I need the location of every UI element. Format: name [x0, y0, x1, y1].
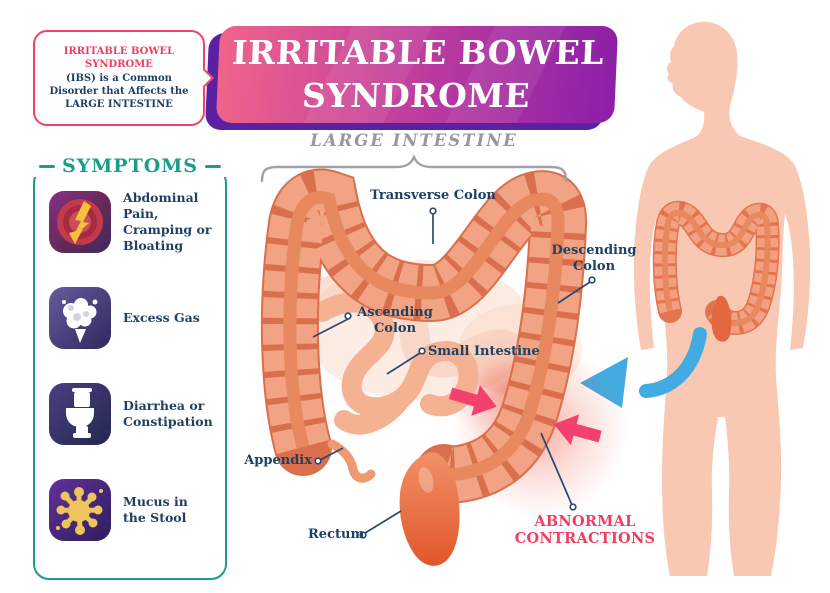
title-banner: IRRITABLE BOWEL SYNDROME — [204, 26, 619, 130]
large-intestine-brace — [260, 153, 568, 183]
symptom-item-pain: Abdominal Pain, Cramping or Bloating — [49, 189, 213, 254]
symptom-item-gas: Excess Gas — [49, 287, 213, 349]
toilet-icon — [49, 383, 111, 445]
page-title: IRRITABLE BOWEL SYNDROME — [231, 33, 605, 115]
dash-line — [38, 164, 55, 168]
symptoms-panel: SYMPTOMS Abdominal Pain, Cramping or Blo… — [31, 155, 229, 580]
rectum-illustration — [399, 452, 460, 566]
label-descending-colon: Descending Colon — [551, 243, 637, 274]
symptom-item-mucus: Mucus in the Stool — [49, 479, 213, 541]
mini-colon-illustration — [665, 213, 768, 342]
callout-title: IRRITABLE BOWEL SYNDROME — [63, 46, 175, 70]
symptom-label: Excess Gas — [123, 309, 200, 325]
large-intestine-illustration — [290, 198, 558, 566]
ibs-definition-callout: IRRITABLE BOWEL SYNDROME (IBS) is a Comm… — [33, 30, 214, 126]
symptom-label: Diarrhea or Constipation — [123, 397, 213, 429]
symptom-item-diarrhea: Diarrhea or Constipation — [49, 383, 213, 445]
dash-line — [205, 164, 222, 168]
large-intestine-header: LARGE INTESTINE — [310, 131, 518, 150]
symptoms-heading: SYMPTOMS — [31, 155, 229, 177]
callout-body: (IBS) is a Common Disorder that Affects … — [49, 73, 189, 110]
label-appendix: Appendix — [244, 453, 312, 468]
label-rectum: Rectum — [308, 527, 365, 542]
symptoms-title: SYMPTOMS — [61, 155, 199, 177]
banner-front: IRRITABLE BOWEL SYNDROME — [215, 26, 619, 123]
mucus-splat-icon — [49, 479, 111, 541]
lightning-bolt-icon — [49, 191, 111, 253]
label-small-intestine: Small Intestine — [428, 344, 540, 359]
label-transverse-colon: Transverse Colon — [370, 188, 496, 203]
gas-cloud-icon — [49, 287, 111, 349]
label-ascending-colon: Ascending Colon — [357, 305, 433, 336]
appendix-illustration — [327, 439, 376, 483]
symptom-label: Mucus in the Stool — [123, 493, 188, 525]
symptom-label: Abdominal Pain, Cramping or Bloating — [123, 189, 212, 254]
leader-lines — [312, 207, 596, 539]
label-abnormal-contractions: ABNORMAL CONTRACTIONS — [514, 513, 656, 548]
